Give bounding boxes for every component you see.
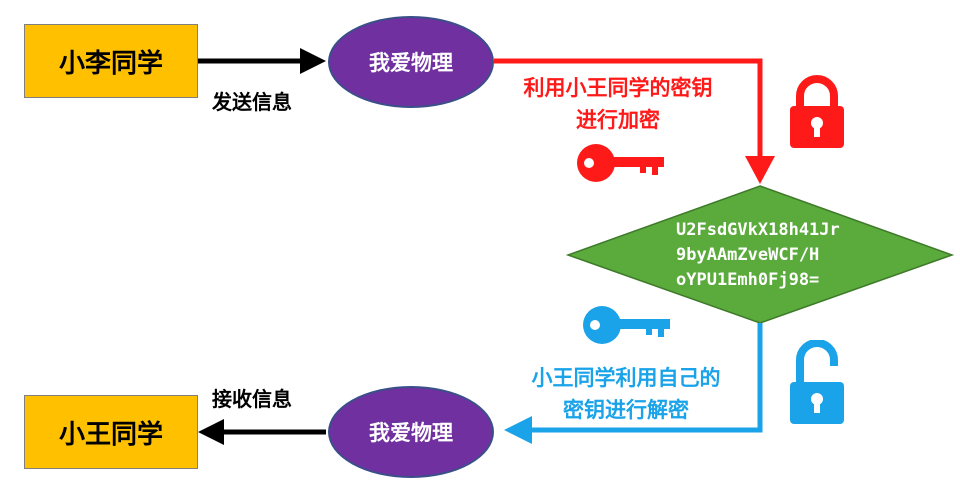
- ciphertext: U2FsdGVkX18h41Jr 9byAAmZveWCF/H oYPU1Emh…: [676, 218, 840, 293]
- encrypt-arrow: [494, 58, 775, 184]
- lock-closed-icon: [790, 75, 844, 148]
- receiver-box: 小王同学: [24, 395, 198, 469]
- key-icon: [583, 306, 670, 344]
- ciphertext-line2: 9byAAmZveWCF/H: [676, 245, 820, 265]
- decrypt-label: 小王同学利用自己的 密钥进行解密: [506, 362, 746, 426]
- decrypt-arrow: [504, 323, 763, 444]
- decrypt-label-line1: 小王同学利用自己的: [531, 366, 721, 390]
- send-label: 发送信息: [212, 90, 292, 114]
- receive-label: 接收信息: [212, 387, 292, 411]
- plaintext-ellipse-bottom: 我爱物理: [328, 386, 494, 478]
- encrypt-label-line2: 进行加密: [576, 108, 660, 132]
- ciphertext-line3: oYPU1Emh0Fj98=: [676, 270, 820, 290]
- plaintext-ellipse-top: 我爱物理: [328, 16, 494, 108]
- sender-box: 小李同学: [24, 24, 198, 98]
- lock-open-icon: [790, 340, 844, 424]
- receive-arrow: [198, 419, 326, 445]
- encrypt-label-line1: 利用小王同学的密钥: [523, 76, 713, 100]
- send-arrow: [198, 48, 326, 74]
- encrypt-label: 利用小王同学的密钥 进行加密: [502, 72, 734, 136]
- ciphertext-line1: U2FsdGVkX18h41Jr: [676, 220, 840, 240]
- key-icon: [577, 144, 664, 182]
- decrypt-label-line2: 密钥进行解密: [563, 398, 689, 422]
